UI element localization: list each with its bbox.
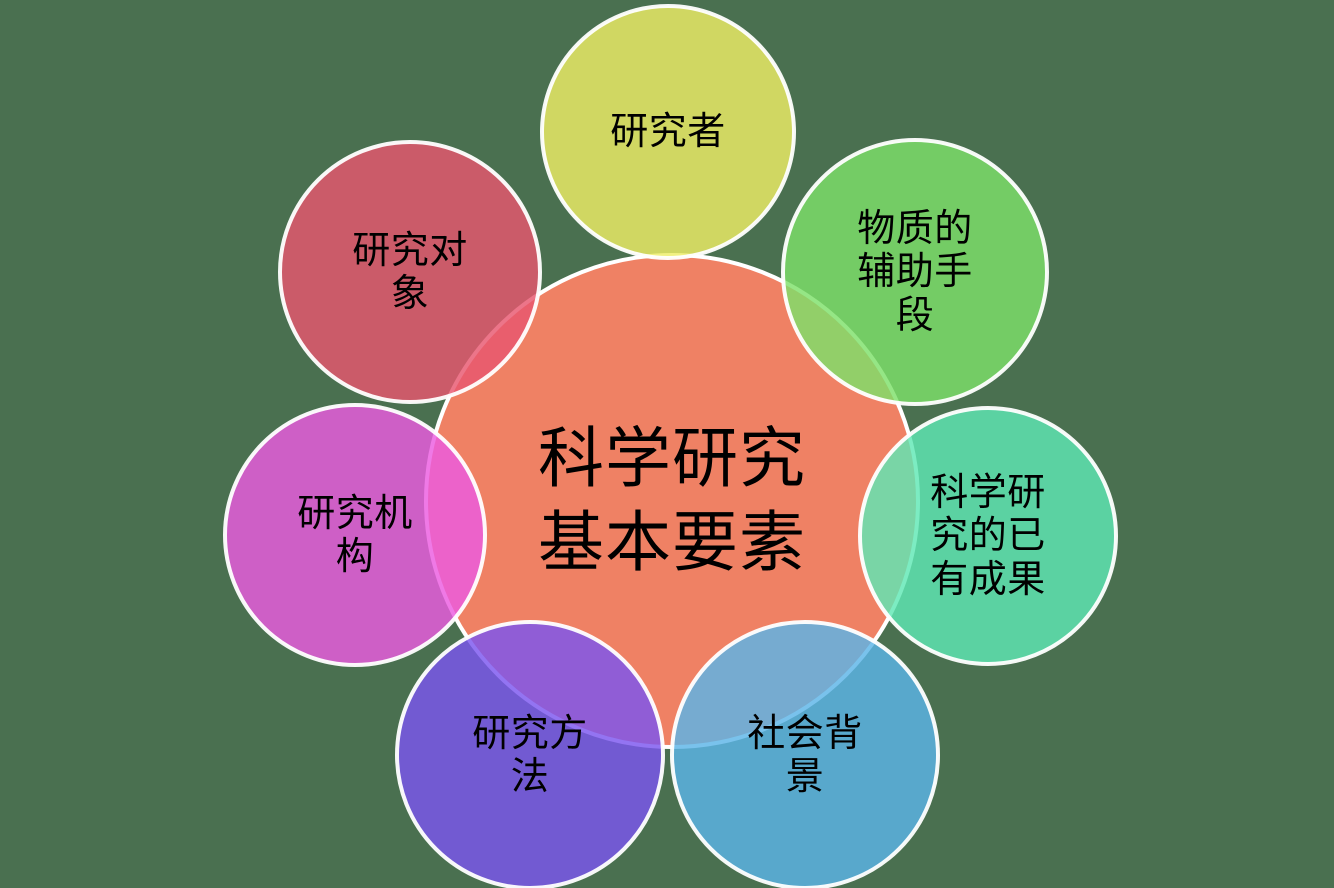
center-node-label: 科学研究 基本要素 <box>538 419 806 581</box>
material-means-node-circle[interactable] <box>781 138 1049 406</box>
material-means-node-label: 物质的 辅助手 段 <box>857 206 973 337</box>
research-method-node-circle[interactable] <box>395 620 665 888</box>
research-institution-node-label: 研究机 构 <box>297 490 413 578</box>
researcher-node-circle[interactable] <box>540 4 796 260</box>
social-background-node-label: 社会背 景 <box>747 710 863 798</box>
existing-results-node-circle[interactable] <box>858 406 1118 666</box>
satellite-circles-group <box>223 4 1118 888</box>
research-object-node-circle[interactable] <box>278 140 542 404</box>
research-institution-node-circle[interactable] <box>223 403 487 667</box>
research-object-node-label: 研究对 象 <box>352 227 468 315</box>
existing-results-node-label: 科学研 究的已 有成果 <box>930 470 1046 601</box>
research-method-node-label: 研究方 法 <box>472 710 588 798</box>
researcher-node-label: 研究者 <box>610 109 726 154</box>
social-background-node-circle[interactable] <box>670 620 940 888</box>
